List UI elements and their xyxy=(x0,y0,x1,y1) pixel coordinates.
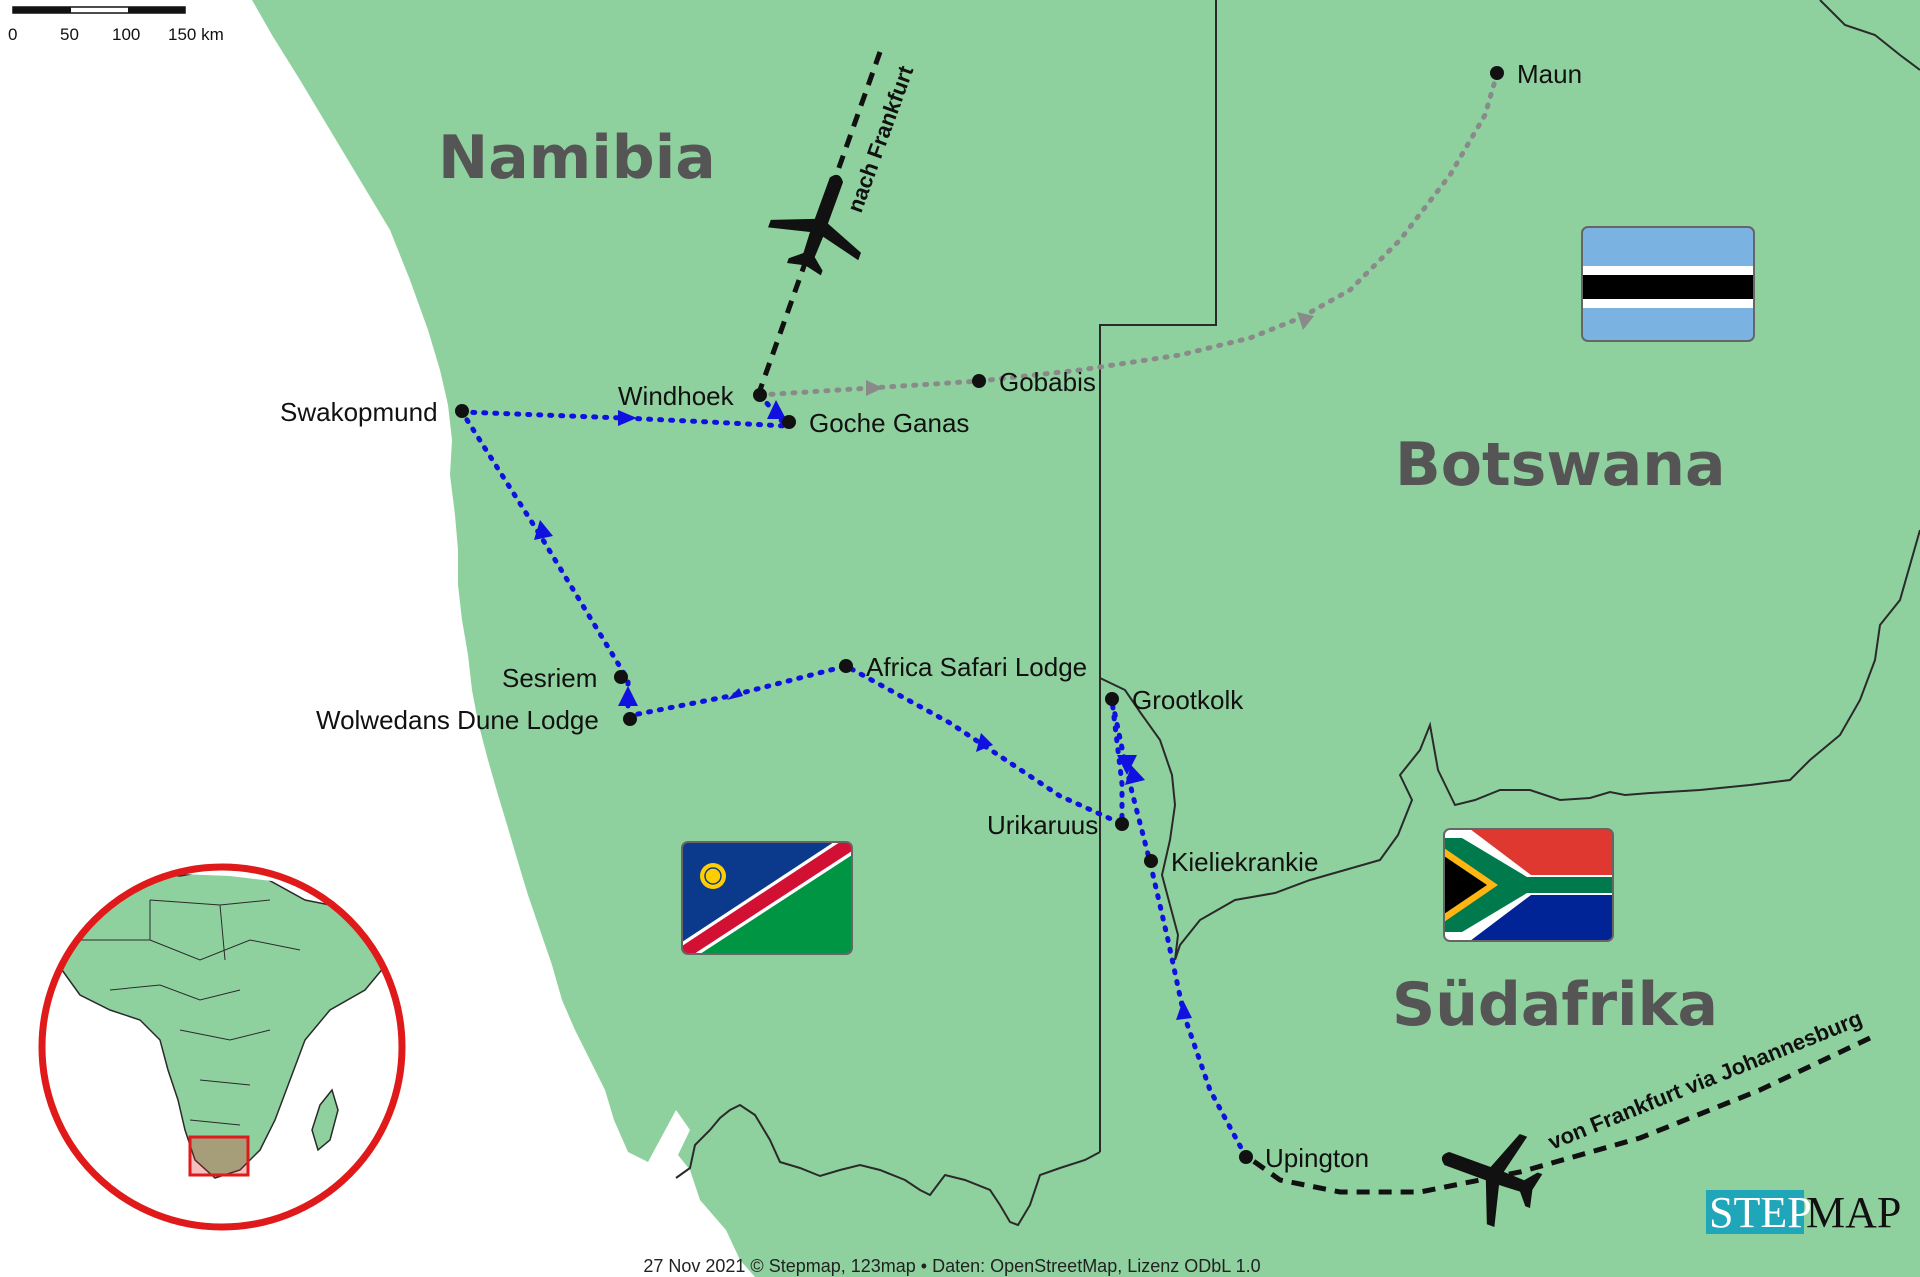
marker-urikaruus xyxy=(1115,817,1129,831)
border-botswana-northeast xyxy=(1819,0,1920,71)
marker-gobabis xyxy=(972,374,986,388)
place-label-africa-safari-lodge: Africa Safari Lodge xyxy=(866,652,1087,682)
place-label-goche-ganas: Goche Ganas xyxy=(809,408,969,438)
place-wolwedans[interactable]: Wolwedans Dune Lodge xyxy=(316,705,637,735)
inset-highlight-box xyxy=(188,1135,250,1177)
flag-namibia-icon xyxy=(681,841,853,955)
marker-kieliekrankie xyxy=(1144,854,1158,868)
country-label-botswana: Botswana xyxy=(1395,430,1725,500)
flag-botswana-icon xyxy=(1581,226,1755,342)
place-label-grootkolk: Grootkolk xyxy=(1132,685,1244,715)
place-swakopmund[interactable]: Swakopmund xyxy=(280,397,469,427)
airplane-inbound-icon xyxy=(1441,1133,1543,1227)
place-label-upington: Upington xyxy=(1265,1143,1369,1173)
place-sesriem[interactable]: Sesriem xyxy=(502,663,628,693)
route-arrow-3 xyxy=(534,520,553,540)
attribution: 27 Nov 2021 © Stepmap, 123map • Daten: O… xyxy=(643,1256,1260,1276)
route-gobabis-maun xyxy=(757,71,1500,398)
place-label-gobabis: Gobabis xyxy=(999,367,1096,397)
border-namibia-botswana xyxy=(1099,0,1217,1152)
route-arrow-1 xyxy=(618,410,637,426)
marker-maun xyxy=(1490,66,1504,80)
logo-text-map: MAP xyxy=(1806,1188,1901,1237)
scale-bar: 0 50 100 150 km xyxy=(8,6,224,44)
marker-upington xyxy=(1239,1150,1253,1164)
place-label-kieliekrankie: Kieliekrankie xyxy=(1171,847,1318,877)
land-area xyxy=(252,0,1920,1277)
country-label-namibia: Namibia xyxy=(438,123,716,193)
scale-label-0: 0 xyxy=(8,25,17,44)
place-label-swakopmund: Swakopmund xyxy=(280,397,438,427)
place-gobabis[interactable]: Gobabis xyxy=(972,367,1096,397)
place-africa-safari-lodge[interactable]: Africa Safari Lodge xyxy=(839,652,1087,682)
route-arrow-grey-2 xyxy=(1297,312,1314,330)
airplane-outbound-icon xyxy=(768,174,862,276)
stepmap-logo[interactable]: STEP MAP xyxy=(1706,1188,1901,1237)
route-arrow-2 xyxy=(767,400,786,419)
scale-label-150: 150 km xyxy=(168,25,224,44)
place-kieliekrankie[interactable]: Kieliekrankie xyxy=(1144,847,1318,877)
place-label-sesriem: Sesriem xyxy=(502,663,597,693)
logo-text-step: STEP xyxy=(1709,1188,1812,1237)
place-upington[interactable]: Upington xyxy=(1239,1143,1369,1173)
scale-label-100: 100 xyxy=(112,25,140,44)
route-main-itinerary xyxy=(457,392,1249,1160)
marker-sesriem xyxy=(614,670,628,684)
route-arrow-6 xyxy=(976,733,993,752)
route-arrow-9 xyxy=(1176,1000,1192,1020)
marker-swakopmund xyxy=(455,404,469,418)
flag-south-africa-icon xyxy=(1443,828,1614,942)
place-maun[interactable]: Maun xyxy=(1490,59,1582,89)
inset-ring xyxy=(38,863,406,1231)
border-south-africa xyxy=(1099,529,1920,961)
route-arrow-5 xyxy=(727,688,743,700)
marker-grootkolk xyxy=(1105,692,1119,706)
inset-madagascar xyxy=(311,1088,339,1152)
route-arrow-7 xyxy=(1117,755,1137,775)
inset-mediterranean xyxy=(150,867,290,882)
country-label-suedafrika: Südafrika xyxy=(1392,970,1718,1040)
place-goche-ganas[interactable]: Goche Ganas xyxy=(782,408,969,438)
place-label-urikaruus: Urikaruus xyxy=(987,810,1098,840)
place-grootkolk[interactable]: Grootkolk xyxy=(1105,685,1244,715)
marker-windhoek xyxy=(753,388,767,402)
place-windhoek[interactable]: Windhoek xyxy=(618,381,767,411)
place-urikaruus[interactable]: Urikaruus xyxy=(987,810,1129,840)
route-arrow-grey-1 xyxy=(866,380,883,396)
place-label-windhoek: Windhoek xyxy=(618,381,735,411)
inset-country-lines xyxy=(80,899,301,1126)
route-arrow-8 xyxy=(1125,765,1145,785)
route-arrow-4 xyxy=(618,686,638,706)
marker-goche-ganas xyxy=(782,415,796,429)
place-label-wolwedans: Wolwedans Dune Lodge xyxy=(316,705,599,735)
scale-label-50: 50 xyxy=(60,25,79,44)
marker-africa-safari-lodge xyxy=(839,659,853,673)
border-south-africa-west xyxy=(675,1103,1101,1227)
logo-badge xyxy=(1706,1190,1804,1234)
flight-route-inbound xyxy=(1243,1035,1872,1195)
marker-wolwedans xyxy=(623,712,637,726)
place-label-maun: Maun xyxy=(1517,59,1582,89)
